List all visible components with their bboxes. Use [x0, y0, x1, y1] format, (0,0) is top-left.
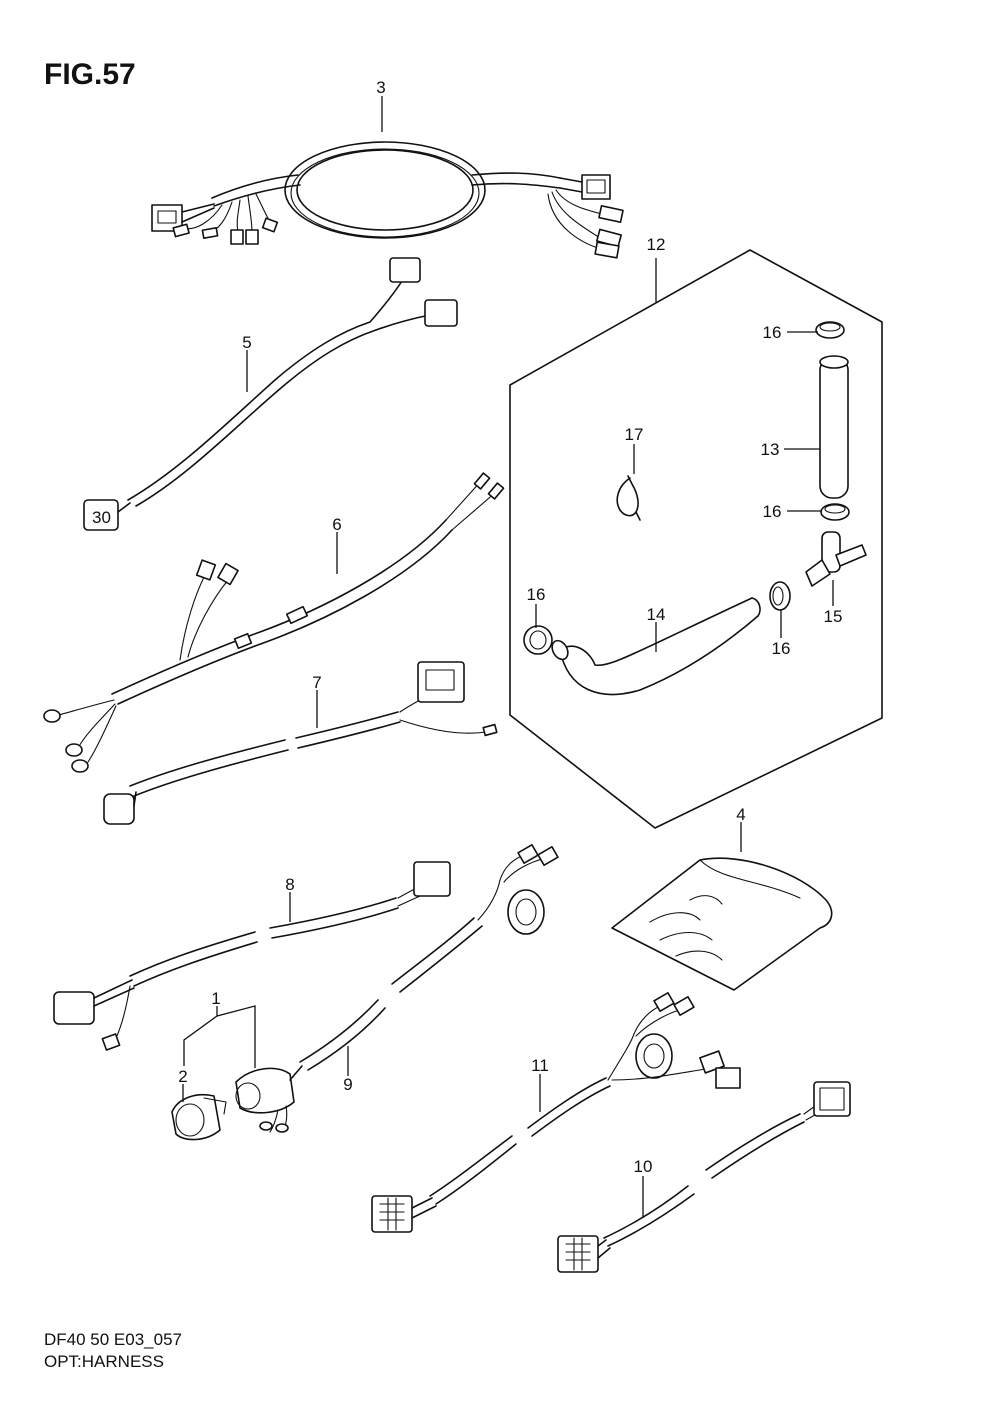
callout-labels: 1 2 3 4 5 6 7 8 9 10 11 12 13 14 15 16 1…: [178, 78, 842, 1176]
part-4-bag: [611, 857, 833, 991]
connector-marking: 30: [92, 508, 111, 527]
callout-17: 17: [625, 425, 644, 444]
callout-15: 15: [824, 607, 843, 626]
callout-16: 16: [763, 323, 782, 342]
callout-9: 9: [343, 1075, 352, 1094]
part-10-sub-harness: [557, 1081, 851, 1273]
callout-10: 10: [634, 1157, 653, 1176]
part-12-kit-outline: [509, 249, 883, 829]
part-15-t-joint: [805, 531, 867, 587]
callout-5: 5: [242, 333, 251, 352]
section-name: OPT:HARNESS: [44, 1352, 164, 1371]
part-17-clip: [616, 475, 641, 521]
callout-7: 7: [312, 673, 321, 692]
callout-16: 16: [772, 639, 791, 658]
callout-3: 3: [376, 78, 385, 97]
part-9-sub-harness: [299, 844, 559, 1071]
part-6-sub-harness: [43, 472, 505, 773]
part-8-sub-harness: [53, 861, 451, 1051]
callout-1: 1: [211, 989, 220, 1008]
callout-16: 16: [527, 585, 546, 604]
callout-11: 11: [531, 1056, 549, 1075]
part-7-sub-harness: [103, 661, 498, 825]
callout-13: 13: [761, 440, 780, 459]
figure-title: FIG.57: [44, 58, 136, 91]
callout-14: 14: [647, 605, 666, 624]
part-3-main-harness: [151, 141, 624, 259]
part-16-clamps: [523, 321, 850, 655]
callout-8: 8: [285, 875, 294, 894]
part-14-hose-bent: [551, 597, 761, 696]
part-13-hose: [819, 355, 849, 499]
model-code: DF40 50 E03_057: [44, 1330, 182, 1349]
part-5-sub-harness: 30: [83, 257, 458, 531]
part-11-sub-harness: [371, 992, 741, 1233]
callout-4: 4: [736, 805, 745, 824]
callout-16: 16: [763, 502, 782, 521]
callout-12: 12: [647, 235, 666, 254]
part-1-2-socket-assembly: [171, 1065, 303, 1141]
leader-lines: [182, 96, 834, 1218]
callout-6: 6: [332, 515, 341, 534]
callout-2: 2: [178, 1067, 187, 1086]
